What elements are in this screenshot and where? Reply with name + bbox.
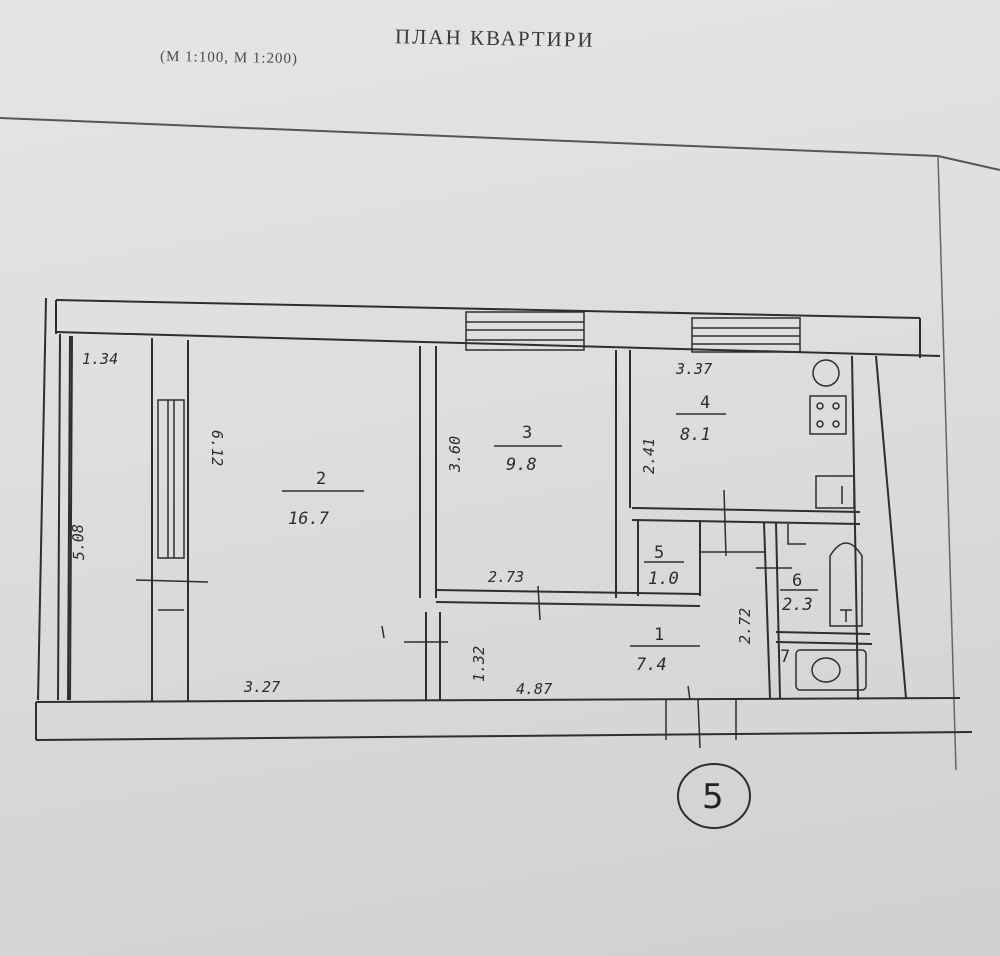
svg-text:6: 6 xyxy=(792,571,802,591)
svg-text:7.4: 7.4 xyxy=(636,655,667,675)
dim-label: 2.72 xyxy=(736,608,754,644)
sheet-frame xyxy=(0,117,1000,171)
room-6-label: 6 2.3 xyxy=(780,571,818,615)
room-1-label: 1 7.4 xyxy=(630,625,700,675)
dim-label: 1.32 xyxy=(470,646,488,682)
dim-label: 4.87 xyxy=(516,680,552,698)
dim-label: 6.12 xyxy=(208,430,226,466)
svg-text:16.7: 16.7 xyxy=(288,509,330,529)
room-2-label: 2 16.7 xyxy=(282,469,364,529)
toilet-icon xyxy=(795,649,867,691)
dim-label: 5.08 xyxy=(69,524,88,561)
walls xyxy=(35,297,973,741)
windows xyxy=(135,311,801,611)
kitchen-fixtures xyxy=(809,359,855,509)
room-7-label: 7 xyxy=(780,647,790,667)
svg-text:1.0: 1.0 xyxy=(648,569,679,589)
svg-text:2.3: 2.3 xyxy=(782,595,813,615)
svg-text:4: 4 xyxy=(700,393,710,413)
svg-text:1: 1 xyxy=(654,625,664,645)
tick-marks xyxy=(381,489,792,749)
sink-icon xyxy=(812,359,840,387)
dim-label: 3.27 xyxy=(243,678,280,696)
room-3-label: 3 9.8 xyxy=(494,423,562,475)
svg-text:3: 3 xyxy=(522,423,532,443)
svg-text:5: 5 xyxy=(702,777,724,817)
plan-number-badge: 5 xyxy=(677,763,751,829)
bathroom-fixtures xyxy=(787,524,867,691)
svg-text:7: 7 xyxy=(780,647,790,667)
washbasin-icon xyxy=(787,524,806,545)
stove-icon xyxy=(809,395,847,435)
svg-text:8.1: 8.1 xyxy=(680,425,711,445)
room-4-label: 4 8.1 xyxy=(676,393,726,445)
sheet-frame-right xyxy=(937,155,957,771)
svg-text:5: 5 xyxy=(654,543,664,563)
dim-label: 3.60 xyxy=(446,436,464,473)
room-5-label: 5 1.0 xyxy=(644,543,684,589)
dim-label: 2.73 xyxy=(488,568,524,586)
bathtub-icon xyxy=(829,542,863,627)
dim-label: 3.37 xyxy=(675,360,712,378)
svg-text:2: 2 xyxy=(316,469,326,489)
dim-label: 1.34 xyxy=(82,350,118,368)
counter-icon xyxy=(815,475,855,509)
svg-text:9.8: 9.8 xyxy=(506,455,537,475)
dim-label: 2.41 xyxy=(640,438,658,474)
